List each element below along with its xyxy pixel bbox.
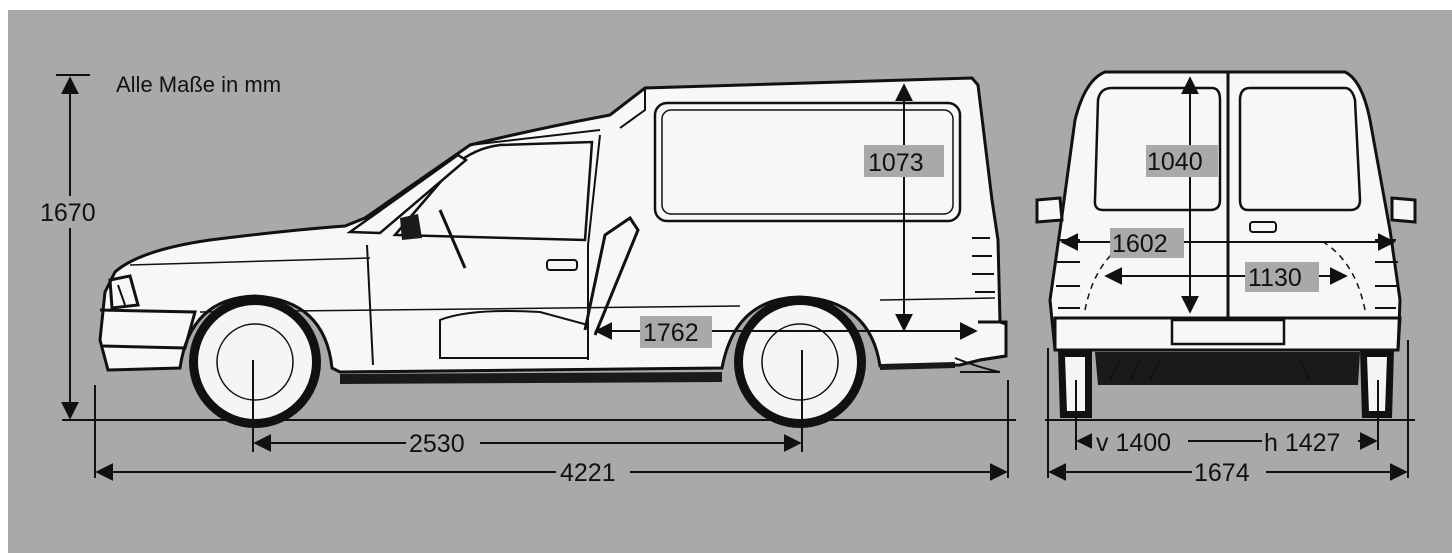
dimension-wheelbase: 2530: [252, 350, 803, 458]
side-view-van: [98, 76, 1008, 428]
between-wheel-arches-label: 1130: [1248, 264, 1302, 292]
wheelbase-label: 2530: [409, 430, 465, 458]
dimension-cargo-length: 1762: [594, 316, 978, 348]
interior-width-label: 1602: [1112, 230, 1168, 258]
interior-height-side-label: 1073: [868, 149, 924, 177]
height-total-label: 1670: [40, 199, 96, 227]
dimension-interior-height-rear: 1040: [1146, 76, 1218, 314]
length-total-label: 4221: [560, 459, 616, 487]
dimension-width-total: 1674: [1047, 340, 1409, 487]
interior-height-rear-label: 1040: [1147, 148, 1203, 176]
rear-view-van: [1035, 70, 1417, 418]
dimension-length-total: 4221: [94, 380, 1009, 487]
dimension-interior-height-side: 1073: [864, 83, 944, 332]
dimension-between-wheel-arches: 1130: [1104, 262, 1348, 292]
dimension-interior-width: 1602: [1060, 228, 1396, 258]
units-note: Alle Maße in mm: [116, 72, 281, 97]
dimension-track: v 1400 h 1427: [1075, 380, 1379, 457]
width-total-label: 1674: [1194, 459, 1250, 487]
track-front-label: v 1400: [1096, 429, 1171, 457]
dimension-height-total: 1670: [38, 74, 108, 420]
cargo-length-label: 1762: [643, 319, 699, 347]
track-rear-label: h 1427: [1264, 429, 1340, 457]
